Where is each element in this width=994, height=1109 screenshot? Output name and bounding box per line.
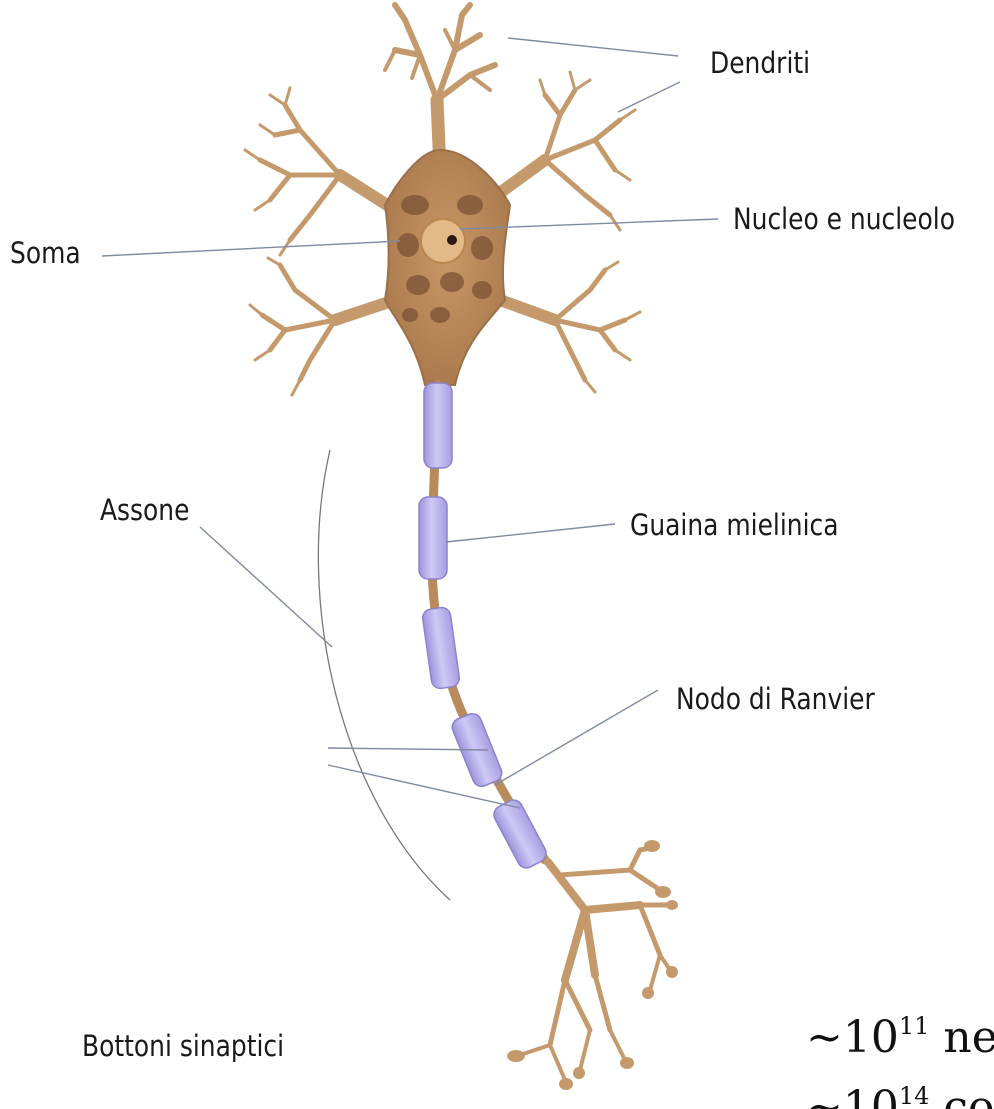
stat-neurons-suffix: ne [929, 1012, 994, 1063]
myelin-sheaths [419, 383, 549, 871]
stat-connections-prefix: ~10 [806, 1082, 899, 1109]
leader-assone [200, 527, 332, 647]
label-bottoni-sinaptici: Bottoni sinaptici [82, 1029, 284, 1063]
leader-guaina [446, 524, 615, 542]
myelin-segment [424, 383, 452, 468]
bouton [666, 966, 678, 978]
label-dendriti: Dendriti [710, 46, 810, 80]
soma-body [385, 150, 510, 385]
myelin-segment [419, 497, 447, 579]
stat-neurons: ~1011 ne [806, 1012, 994, 1063]
stat-neurons-exp: 11 [899, 1012, 930, 1040]
bouton [642, 987, 654, 999]
bouton [559, 1078, 573, 1090]
leader-lines [102, 38, 718, 808]
stat-connections: ~1014 co [806, 1082, 994, 1109]
label-guaina-mielinica: Guaina mielinica [630, 508, 839, 542]
stat-neurons-prefix: ~10 [806, 1012, 899, 1063]
leader-dendriti-2 [618, 82, 680, 112]
label-assone: Assone [100, 493, 189, 527]
label-nucleo-e-nucleolo: Nucleo e nucleolo [733, 202, 955, 236]
axon-terminals [520, 848, 670, 1080]
bouton [620, 1057, 634, 1069]
label-nodo-di-ranvier: Nodo di Ranvier [676, 682, 875, 716]
nucleus [421, 219, 465, 263]
bouton [655, 886, 671, 898]
bouton [666, 900, 678, 910]
stat-connections-suffix: co [929, 1082, 994, 1109]
label-soma: Soma [10, 236, 81, 270]
myelin-segment [491, 797, 549, 871]
bouton [573, 1067, 585, 1079]
myelin-segment [422, 606, 461, 689]
leader-soma [102, 241, 400, 256]
leader-nodo [495, 690, 658, 785]
bouton [507, 1050, 525, 1062]
bouton [644, 840, 660, 852]
leader-dendriti-1 [508, 38, 678, 56]
stat-connections-exp: 14 [899, 1082, 930, 1109]
